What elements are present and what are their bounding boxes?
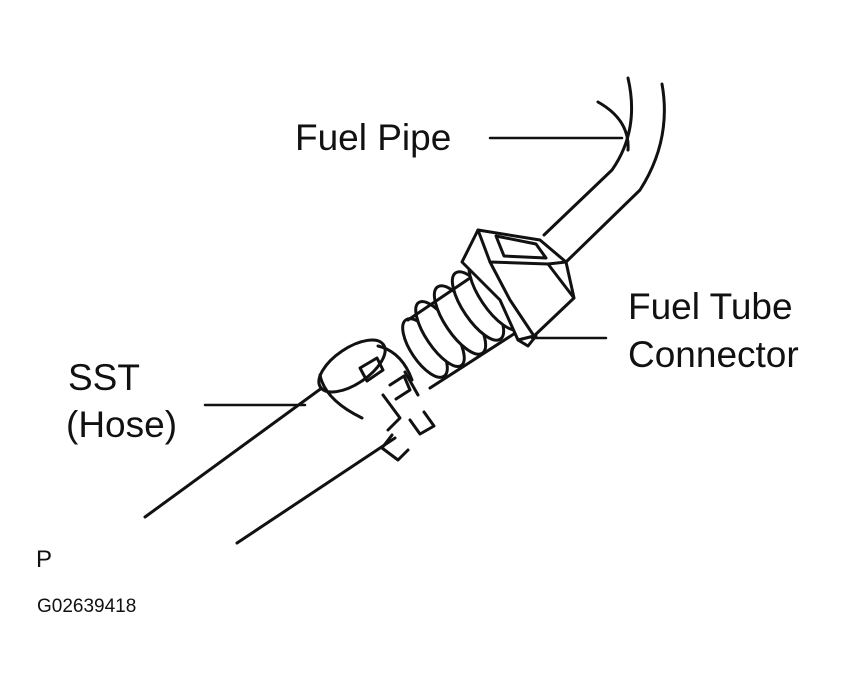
- sst-label-line1: SST: [68, 357, 140, 398]
- figure-code: G02639418: [37, 596, 137, 617]
- fuel-pipe-label: Fuel Pipe: [295, 117, 452, 158]
- connector-housing: [460, 228, 576, 348]
- fuel-pipe-upper-edge: [542, 76, 634, 237]
- fuel-pipe-lower-edge: [564, 82, 666, 264]
- hose-clamp: [317, 338, 436, 462]
- corner-letter: P: [36, 546, 53, 573]
- fuel-pipe-end-curve: [596, 100, 630, 152]
- sst-hose-lower-edge: [235, 436, 397, 545]
- sst-label-line2: (Hose): [66, 404, 178, 445]
- fuel-tube-connector-label-line2: Connector: [628, 334, 799, 375]
- fuel-tube-connector-label-line1: Fuel Tube: [628, 286, 793, 327]
